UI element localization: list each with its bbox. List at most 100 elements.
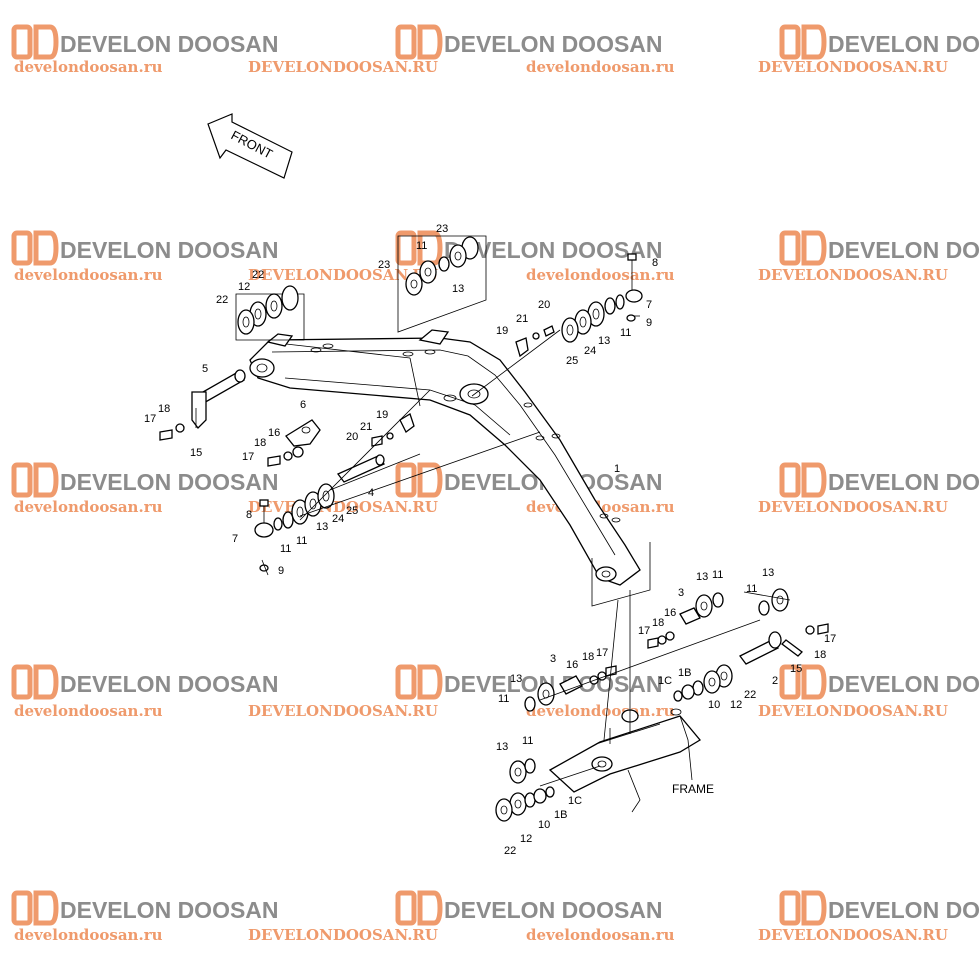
part-number-label: 1C: [658, 675, 672, 687]
part-number-label: 12: [730, 699, 742, 711]
watermark-brand: DEVELON DOOSAN: [828, 671, 980, 697]
washer-stack-left-bottom: [495, 758, 555, 822]
part-number-label: 8: [246, 509, 252, 521]
part-number-label: 4: [368, 487, 374, 499]
develon-logo-icon: [395, 664, 443, 700]
part-number-label: 13: [316, 521, 328, 533]
part-number-label: 6: [300, 399, 306, 411]
watermark-url: DEVELONDOOSAN.RU: [758, 266, 948, 284]
develon-logo-icon: [779, 24, 827, 60]
part-number-label: 1B: [554, 809, 567, 821]
watermark-brand: DEVELON DOOSAN: [60, 31, 279, 57]
watermark-url: DEVELONDOOSAN.RU: [758, 926, 948, 944]
part-number-label: 19: [496, 325, 508, 337]
part-number-label: 11: [746, 583, 757, 595]
watermark-brand: DEVELON DOOSAN: [444, 31, 663, 57]
ref-box-left: [235, 293, 305, 341]
watermark-url: develondoosan.ru: [14, 926, 163, 944]
part-number-label: 11: [712, 569, 723, 581]
develon-logo-icon: [11, 24, 59, 60]
part-number-label: 17: [144, 413, 156, 425]
watermark-url: DEVELONDOOSAN.RU: [758, 58, 948, 76]
part-number-label: 3: [550, 653, 556, 665]
develon-logo-icon: [395, 462, 443, 498]
part-number-label: 17: [638, 625, 650, 637]
pin-2-group: [647, 588, 829, 702]
part-number-label: 13: [762, 567, 774, 579]
develon-logo-icon: [11, 890, 59, 926]
part-number-label: 11: [416, 240, 427, 252]
pin-group-left-lower: [254, 483, 335, 576]
part-number-label: 8: [652, 257, 658, 269]
develon-logo-icon: [779, 664, 827, 700]
part-number-label: 22: [216, 294, 228, 306]
part-number-label: 19: [376, 409, 388, 421]
bolt-group-upper: [515, 325, 555, 358]
part-number-label: 17: [824, 633, 836, 645]
part-number-label: 24: [584, 345, 596, 357]
part-number-label: 1C: [568, 795, 582, 807]
develon-logo-icon: [779, 462, 827, 498]
develon-logo-icon: [779, 230, 827, 266]
part-number-label: 18: [652, 617, 664, 629]
part-number-label: 11: [280, 543, 291, 555]
watermark-url: develondoosan.ru: [14, 498, 163, 516]
part-number-label: 10: [538, 819, 550, 831]
part-number-label: 25: [566, 355, 578, 367]
watermark-brand: DEVELON DOOSAN: [828, 31, 980, 57]
leader-lines: [285, 329, 761, 787]
part-number-label: 16: [566, 659, 578, 671]
frame: [548, 708, 701, 813]
watermark-brand: DEVELON DOOSAN: [828, 897, 980, 923]
part-number-label: 17: [242, 451, 254, 463]
part-number-label: 5: [202, 363, 208, 375]
part-number-label: 11: [620, 327, 631, 339]
part-number-label: 16: [664, 607, 676, 619]
watermark-url: develondoosan.ru: [14, 58, 163, 76]
part-number-label: 22: [252, 269, 264, 281]
part-number-label: 13: [452, 283, 464, 295]
watermark-url: develondoosan.ru: [14, 266, 163, 284]
part-number-label: 17: [596, 647, 608, 659]
part-number-label: 11: [522, 735, 533, 747]
watermark-brand: DEVELON DOOSAN: [60, 671, 279, 697]
part-number-label: 7: [646, 299, 652, 311]
part-number-label: 1: [614, 463, 620, 475]
watermark-url: develondoosan.ru: [526, 266, 675, 284]
part-number-label: 3: [678, 587, 684, 599]
part-number-label: 18: [814, 649, 826, 661]
watermark-url: DEVELONDOOSAN.RU: [758, 702, 948, 720]
watermark-url: DEVELONDOOSAN.RU: [248, 58, 438, 76]
boom-arm: [249, 329, 651, 607]
develon-logo-icon: [395, 890, 443, 926]
part-number-label: 11: [296, 535, 307, 547]
part-number-label: 15: [790, 663, 802, 675]
part-number-label: 24: [332, 513, 344, 525]
part-number-label: 20: [346, 431, 358, 443]
part-number-label: 13: [510, 673, 522, 685]
part-number-label: 23: [436, 223, 448, 235]
watermark-url: DEVELONDOOSAN.RU: [758, 498, 948, 516]
washer-stack-left-top: [237, 285, 299, 335]
frame-label: FRAME: [672, 782, 714, 796]
part-number-label: 12: [520, 833, 532, 845]
washer-stack-top: [405, 236, 479, 296]
watermark-brand: DEVELON DOOSAN: [444, 237, 663, 263]
part-number-label: 18: [158, 403, 170, 415]
part-number-label: 25: [346, 505, 358, 517]
watermark-layer: DEVELON DOOSAN DEVELON DOOSAN DEVELON DOOS…: [11, 24, 980, 944]
part-number-label: 22: [744, 689, 756, 701]
watermark-url: develondoosan.ru: [14, 702, 163, 720]
front-arrow-icon: FRONT: [207, 113, 293, 179]
part-number-labels: 2311132322122287911132425202119518171561…: [144, 223, 836, 857]
watermark-brand: DEVELON DOOSAN: [444, 897, 663, 923]
watermark-url: DEVELONDOOSAN.RU: [248, 926, 438, 944]
watermark-brand: DEVELON DOOSAN: [60, 469, 279, 495]
part-number-label: 13: [598, 335, 610, 347]
plate-6-group: [267, 419, 321, 467]
develon-logo-icon: [395, 24, 443, 60]
part-number-label: 23: [378, 259, 390, 271]
watermark-brand: DEVELON DOOSAN: [828, 469, 980, 495]
